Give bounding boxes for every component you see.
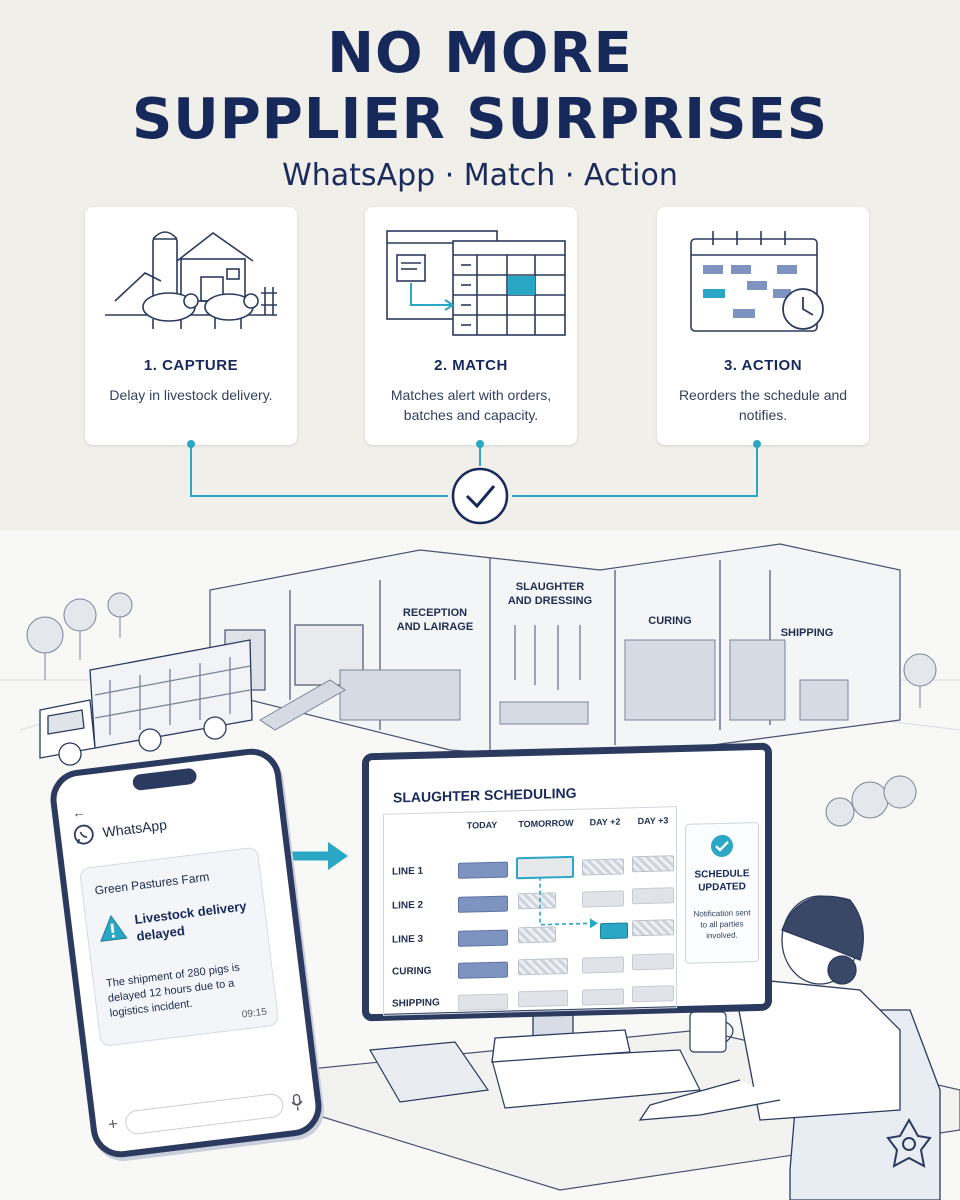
- sender-name: Green Pastures Farm: [93, 869, 211, 898]
- plus-icon[interactable]: +: [107, 1115, 119, 1134]
- smartphone: ← WhatsApp Green Pastures Farm Livestock…: [47, 745, 325, 1161]
- row-label: CURING: [392, 965, 432, 978]
- schedule-slot[interactable]: [632, 985, 674, 1003]
- message-bubble[interactable]: Green Pastures Farm Livestock delivery d…: [78, 846, 280, 1048]
- message-time: 09:15: [241, 1006, 268, 1021]
- step-title: 2. MATCH: [434, 357, 508, 374]
- headline-line-2: SUPPLIER SURPRISES: [131, 87, 829, 152]
- schedule-slot[interactable]: [632, 953, 674, 971]
- compose-bar: +: [107, 1089, 305, 1139]
- flow-connector: [187, 440, 761, 525]
- step-card-action: 3. ACTION Reorders the schedule and noti…: [657, 207, 869, 445]
- row-label: SHIPPING: [392, 997, 440, 1010]
- column-header: TOMORROW: [518, 817, 574, 830]
- chat-header: WhatsApp: [72, 813, 169, 846]
- step-title: 3. ACTION: [723, 357, 803, 374]
- check-circle-icon: [711, 834, 733, 857]
- message-input[interactable]: [124, 1092, 285, 1136]
- monitor-screen: SLAUGHTER SCHEDULING TODAY TOMORROW DAY …: [362, 742, 772, 1022]
- phone-notch: [131, 767, 198, 792]
- document-grid-icon: [386, 230, 566, 336]
- schedule-slot[interactable]: [632, 855, 674, 873]
- step-title: 1. CAPTURE: [143, 357, 239, 374]
- schedule-slot[interactable]: [518, 989, 568, 1008]
- row-label: LINE 3: [392, 933, 424, 946]
- tagline: WhatsApp · Match · Action: [282, 158, 678, 193]
- row-label: LINE 2: [392, 899, 424, 912]
- schedule-slot-rescheduled[interactable]: [600, 922, 628, 940]
- step-card-match: 2. MATCH Matches alert with orders, batc…: [365, 207, 577, 445]
- zone-label-slaughter: SLAUGHTER AND DRESSING: [507, 581, 593, 607]
- warning-icon: [100, 914, 128, 942]
- row-label: LINE 1: [392, 865, 424, 878]
- zone-label-curing: CURING: [648, 615, 692, 627]
- schedule-slot[interactable]: [518, 957, 568, 976]
- app-name: WhatsApp: [101, 816, 168, 841]
- step-card-capture: 1. CAPTURE Delay in livestock delivery.: [85, 207, 297, 445]
- calendar-clock-icon: [690, 231, 824, 332]
- schedule-slot[interactable]: [458, 861, 508, 879]
- schedule-title: SLAUGHTER SCHEDULING: [393, 784, 577, 806]
- schedule-slot[interactable]: [458, 929, 508, 947]
- zone-label-shipping: SHIPPING: [780, 627, 834, 639]
- schedule-slot[interactable]: [458, 961, 508, 979]
- check-icon: [465, 485, 496, 509]
- schedule-slot[interactable]: [458, 993, 508, 1011]
- reschedule-arrow-icon: [539, 876, 598, 929]
- schedule-updated-panel: SCHEDULE UPDATED Notification sent to al…: [685, 821, 759, 964]
- brand-logo-icon: [886, 1117, 932, 1168]
- schedule-updated-title: SCHEDULE UPDATED: [694, 868, 750, 894]
- schedule-slot[interactable]: [582, 956, 624, 974]
- back-arrow-icon[interactable]: ←: [71, 803, 87, 821]
- schedule-slot[interactable]: [632, 919, 674, 937]
- schedule-slot[interactable]: [632, 887, 674, 905]
- column-header: DAY +2: [589, 816, 621, 828]
- headline-line-1: NO MORE: [327, 21, 633, 86]
- zone-label-reception: RECEPTION AND LAIRAGE: [396, 607, 474, 633]
- alert-header: Livestock delivery delayed: [96, 896, 257, 949]
- step-description: Matches alert with orders, batches and c…: [390, 387, 552, 423]
- notification-note: Notification sent to all parties involve…: [693, 908, 751, 941]
- microphone-icon[interactable]: [290, 1093, 304, 1112]
- schedule-slot[interactable]: [458, 895, 508, 913]
- step-description: Delay in livestock delivery.: [109, 387, 273, 403]
- column-header: DAY +3: [637, 815, 669, 827]
- schedule-grid: TODAY TOMORROW DAY +2 DAY +3 LINE 1 LINE…: [383, 806, 677, 1016]
- column-header: TODAY: [466, 819, 498, 831]
- farm-icon: [105, 231, 277, 329]
- step-description: Reorders the schedule and notifies.: [678, 387, 848, 423]
- facility-illustration: [0, 543, 960, 1200]
- alert-title: Livestock delivery delayed: [133, 898, 248, 944]
- schedule-slot[interactable]: [582, 988, 624, 1006]
- whatsapp-icon: [73, 824, 94, 845]
